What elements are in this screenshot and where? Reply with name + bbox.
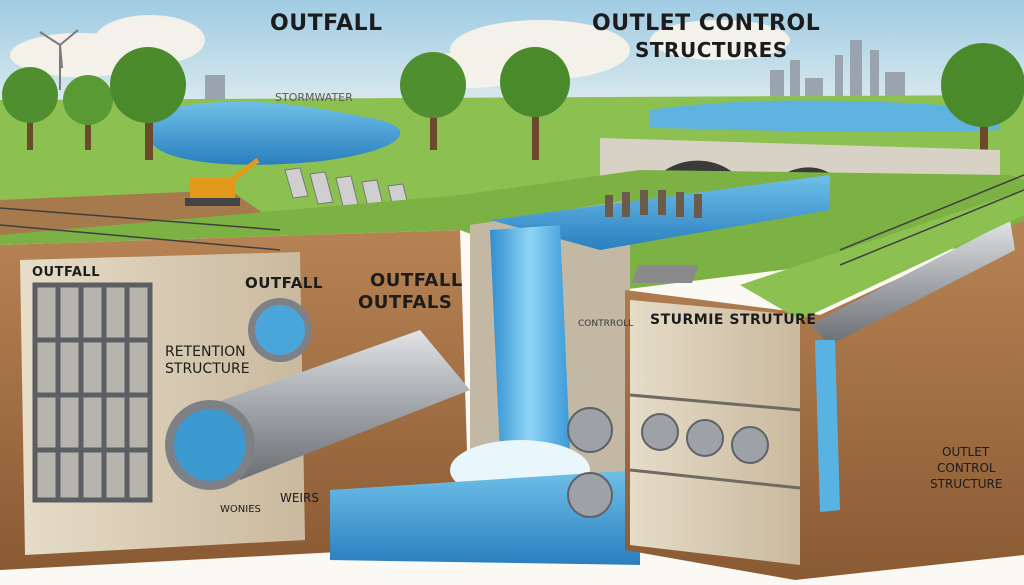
- contrroll-label: CONTRROLL: [578, 319, 634, 329]
- retention-structure-line2: STRUCTURE: [165, 361, 250, 377]
- far-river: [650, 100, 1000, 133]
- outfall-title: OUTFALL: [270, 11, 383, 36]
- gate-posts: [605, 190, 702, 218]
- windmill-icon: [39, 29, 79, 90]
- excavator-icon: [185, 158, 260, 206]
- grate-inlet: [631, 265, 699, 283]
- right-grass-top: [740, 190, 1024, 320]
- drain-pipe: [810, 220, 1015, 345]
- stormwater-label: STORMWATER: [275, 91, 353, 104]
- trees: [2, 43, 1024, 180]
- culvert-pipes: [567, 407, 769, 518]
- waterfall: [490, 225, 570, 455]
- retention-structure-line1: RETENTION: [165, 344, 246, 360]
- outlet-control-title-line2: STRUCTURES: [635, 38, 788, 62]
- outlet-structure-shelves: [629, 393, 801, 490]
- grate-structure: [32, 282, 153, 503]
- outfall-outfals-line1: OUTFALL: [370, 270, 463, 291]
- river: [147, 101, 401, 165]
- fence: [0, 174, 1024, 266]
- wonies-label: WONIES: [220, 504, 261, 515]
- outlet-control-title-line1: OUTLET CONTROL: [592, 11, 821, 36]
- outlet-control-line3: STRUCTURE: [930, 477, 1003, 491]
- sturmie-structure-label: STURMIE STRUTURE: [650, 312, 817, 328]
- lower-basin-water: [330, 470, 640, 565]
- outlet-control-line1: OUTLET: [942, 445, 990, 459]
- outfall-pipes: [165, 298, 470, 490]
- vertical-outflow: [815, 340, 840, 512]
- outfall-small-label: OUTFALL: [245, 274, 323, 292]
- weirs-label: WEIRS: [280, 491, 319, 505]
- cutaway-outfall-label: OUTFALL: [32, 265, 100, 280]
- outlet-control-line2: CONTROL: [937, 461, 996, 475]
- outfall-outfals-line2: OUTFALS: [358, 292, 453, 313]
